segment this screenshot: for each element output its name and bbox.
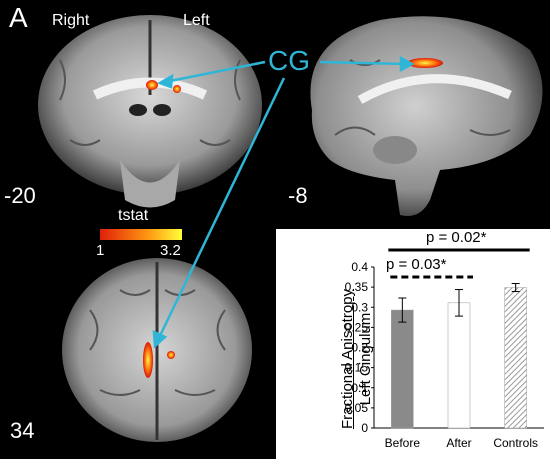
cg-arrows — [152, 55, 415, 349]
activation-blob — [407, 58, 443, 68]
y-tick-label: 0.2 — [351, 341, 368, 355]
significance-overall: p = 0.02* — [426, 229, 487, 246]
axial-slice-number: 34 — [10, 418, 35, 443]
y-tick-label: 0.15 — [345, 361, 369, 375]
panel-a-label: A — [9, 2, 28, 33]
y-tick-label: 0.35 — [345, 280, 369, 294]
orientation-right-label: Right — [52, 12, 90, 29]
x-tick-label: Before — [385, 436, 421, 450]
y-axis-label-text: Fractional Anisotropy — [339, 288, 356, 430]
sagittal-slice-number: -8 — [288, 183, 308, 208]
y-tick-label: 0 — [361, 421, 368, 435]
activation-blob — [146, 80, 158, 90]
colorbar-title: tstat — [118, 207, 149, 224]
significance-pair: p = 0.03* — [386, 256, 447, 273]
y-tick-label: 0.25 — [345, 320, 369, 334]
sagittal-slice — [310, 16, 543, 216]
colorbar — [100, 229, 182, 240]
x-tick-label: Controls — [493, 436, 538, 450]
coronal-slice-number: -20 — [4, 183, 36, 208]
activation-blob — [167, 351, 175, 359]
activation-blob — [173, 85, 181, 93]
x-tick-label: After — [446, 436, 471, 450]
bar-before — [391, 309, 414, 429]
y-tick-label: 0.3 — [351, 300, 368, 314]
panel-b-label: B — [256, 232, 274, 262]
cg-label: CG — [268, 45, 310, 76]
y-axis-label-line2: Left Cingulum — [357, 312, 374, 406]
colorbar-max-label: 3.2 — [160, 242, 181, 259]
axial-slice — [62, 258, 252, 442]
colorbar-min-label: 1 — [96, 242, 105, 259]
y-tick-label: 0.05 — [345, 401, 369, 415]
coronal-slice — [38, 15, 262, 208]
activation-blob — [143, 342, 153, 378]
bar-controls — [504, 287, 527, 429]
bar-after — [447, 302, 471, 429]
y-axis-label-line1: Fractional Anisotropy — [339, 264, 356, 454]
y-tick-label: 0.4 — [351, 260, 368, 274]
y-tick-label: 0.1 — [351, 381, 368, 395]
orientation-left-label: Left — [183, 12, 210, 29]
